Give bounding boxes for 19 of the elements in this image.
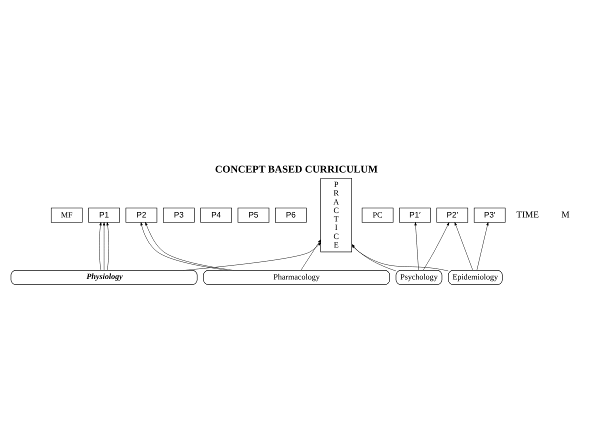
node-box: MF <box>50 207 83 222</box>
arrow <box>183 242 321 270</box>
arrow <box>99 222 102 270</box>
arrow <box>300 239 321 270</box>
arrow <box>414 222 419 270</box>
arrow <box>476 222 489 270</box>
node-box: Epidemiology <box>448 270 503 284</box>
arrow <box>454 222 473 270</box>
node-box: P R A C T I C E <box>320 178 352 252</box>
label: M <box>561 208 570 219</box>
node-box: Physiology <box>10 270 198 284</box>
arrow <box>422 222 450 270</box>
node-box: PC <box>362 207 394 222</box>
arrow <box>102 222 106 270</box>
node-box: Psychology <box>396 270 442 284</box>
diagram-title: CONCEPT BASED CURRICULUM <box>214 164 378 175</box>
node-box: Pharmacology <box>203 270 390 284</box>
arrow <box>106 222 109 270</box>
label: TIME <box>516 208 539 219</box>
